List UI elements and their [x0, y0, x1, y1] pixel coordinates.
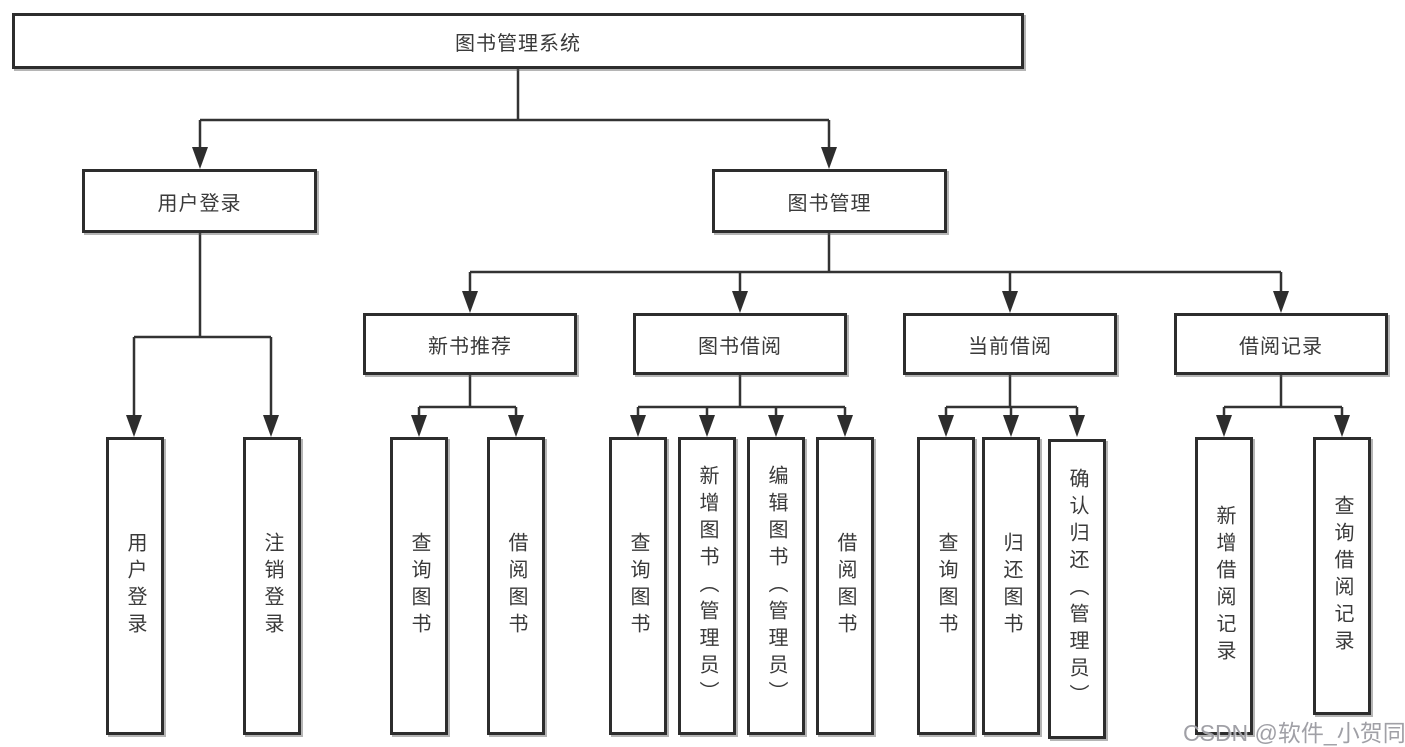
node-return-book: 归还图书 — [982, 437, 1040, 735]
node-label: 借阅图书 — [505, 532, 527, 640]
node-book-management: 图书管理 — [712, 169, 947, 233]
node-label: 确认归还（管理员） — [1066, 467, 1088, 711]
node-label: 新增借阅记录 — [1213, 505, 1235, 667]
node-label: 图书管理系统 — [455, 32, 581, 55]
node-label: 当前借阅 — [968, 335, 1052, 358]
node-book-borrow: 图书借阅 — [633, 313, 847, 375]
node-confirm-return-admin: 确认归还（管理员） — [1048, 439, 1106, 739]
arrowhead-icons — [126, 147, 1350, 437]
node-label: 查询图书 — [935, 532, 957, 640]
node-add-book-admin: 新增图书（管理员） — [678, 437, 736, 735]
node-new-book-recommend: 新书推荐 — [363, 313, 577, 375]
node-logout: 注销登录 — [243, 437, 301, 735]
node-user-login: 用户登录 — [82, 169, 317, 233]
node-label: 归还图书 — [1000, 532, 1022, 640]
node-label: 查询图书 — [627, 532, 649, 640]
node-borrow-books-2: 借阅图书 — [816, 437, 874, 735]
node-label: 用户登录 — [124, 532, 146, 640]
node-label: 图书管理 — [787, 192, 872, 215]
node-label: 用户登录 — [157, 192, 242, 215]
node-label: 新增图书（管理员） — [696, 464, 718, 708]
node-label: 查询图书 — [408, 532, 430, 640]
node-query-books-3: 查询图书 — [917, 437, 975, 735]
node-current-borrow: 当前借阅 — [903, 313, 1117, 375]
node-library-management-system: 图书管理系统 — [12, 13, 1024, 69]
node-query-books-1: 查询图书 — [390, 437, 448, 735]
node-borrow-records: 借阅记录 — [1174, 313, 1388, 375]
node-label: 新书推荐 — [428, 335, 512, 358]
node-edit-book-admin: 编辑图书（管理员） — [747, 437, 805, 735]
node-query-borrow-record: 查询借阅记录 — [1313, 437, 1371, 715]
node-label: 借阅记录 — [1239, 335, 1323, 358]
node-label: 借阅图书 — [834, 532, 856, 640]
node-label: 编辑图书（管理员） — [765, 464, 787, 708]
node-label: 图书借阅 — [698, 335, 782, 358]
node-user-login-leaf: 用户登录 — [106, 437, 164, 735]
node-label: 查询借阅记录 — [1331, 495, 1353, 657]
node-borrow-books-1: 借阅图书 — [487, 437, 545, 735]
node-query-books-2: 查询图书 — [609, 437, 667, 735]
node-add-borrow-record: 新增借阅记录 — [1195, 437, 1253, 735]
watermark: CSDN @软件_小贺同学 — [1183, 720, 1405, 746]
connector-paths — [132, 69, 1344, 420]
node-label: 注销登录 — [261, 532, 283, 640]
